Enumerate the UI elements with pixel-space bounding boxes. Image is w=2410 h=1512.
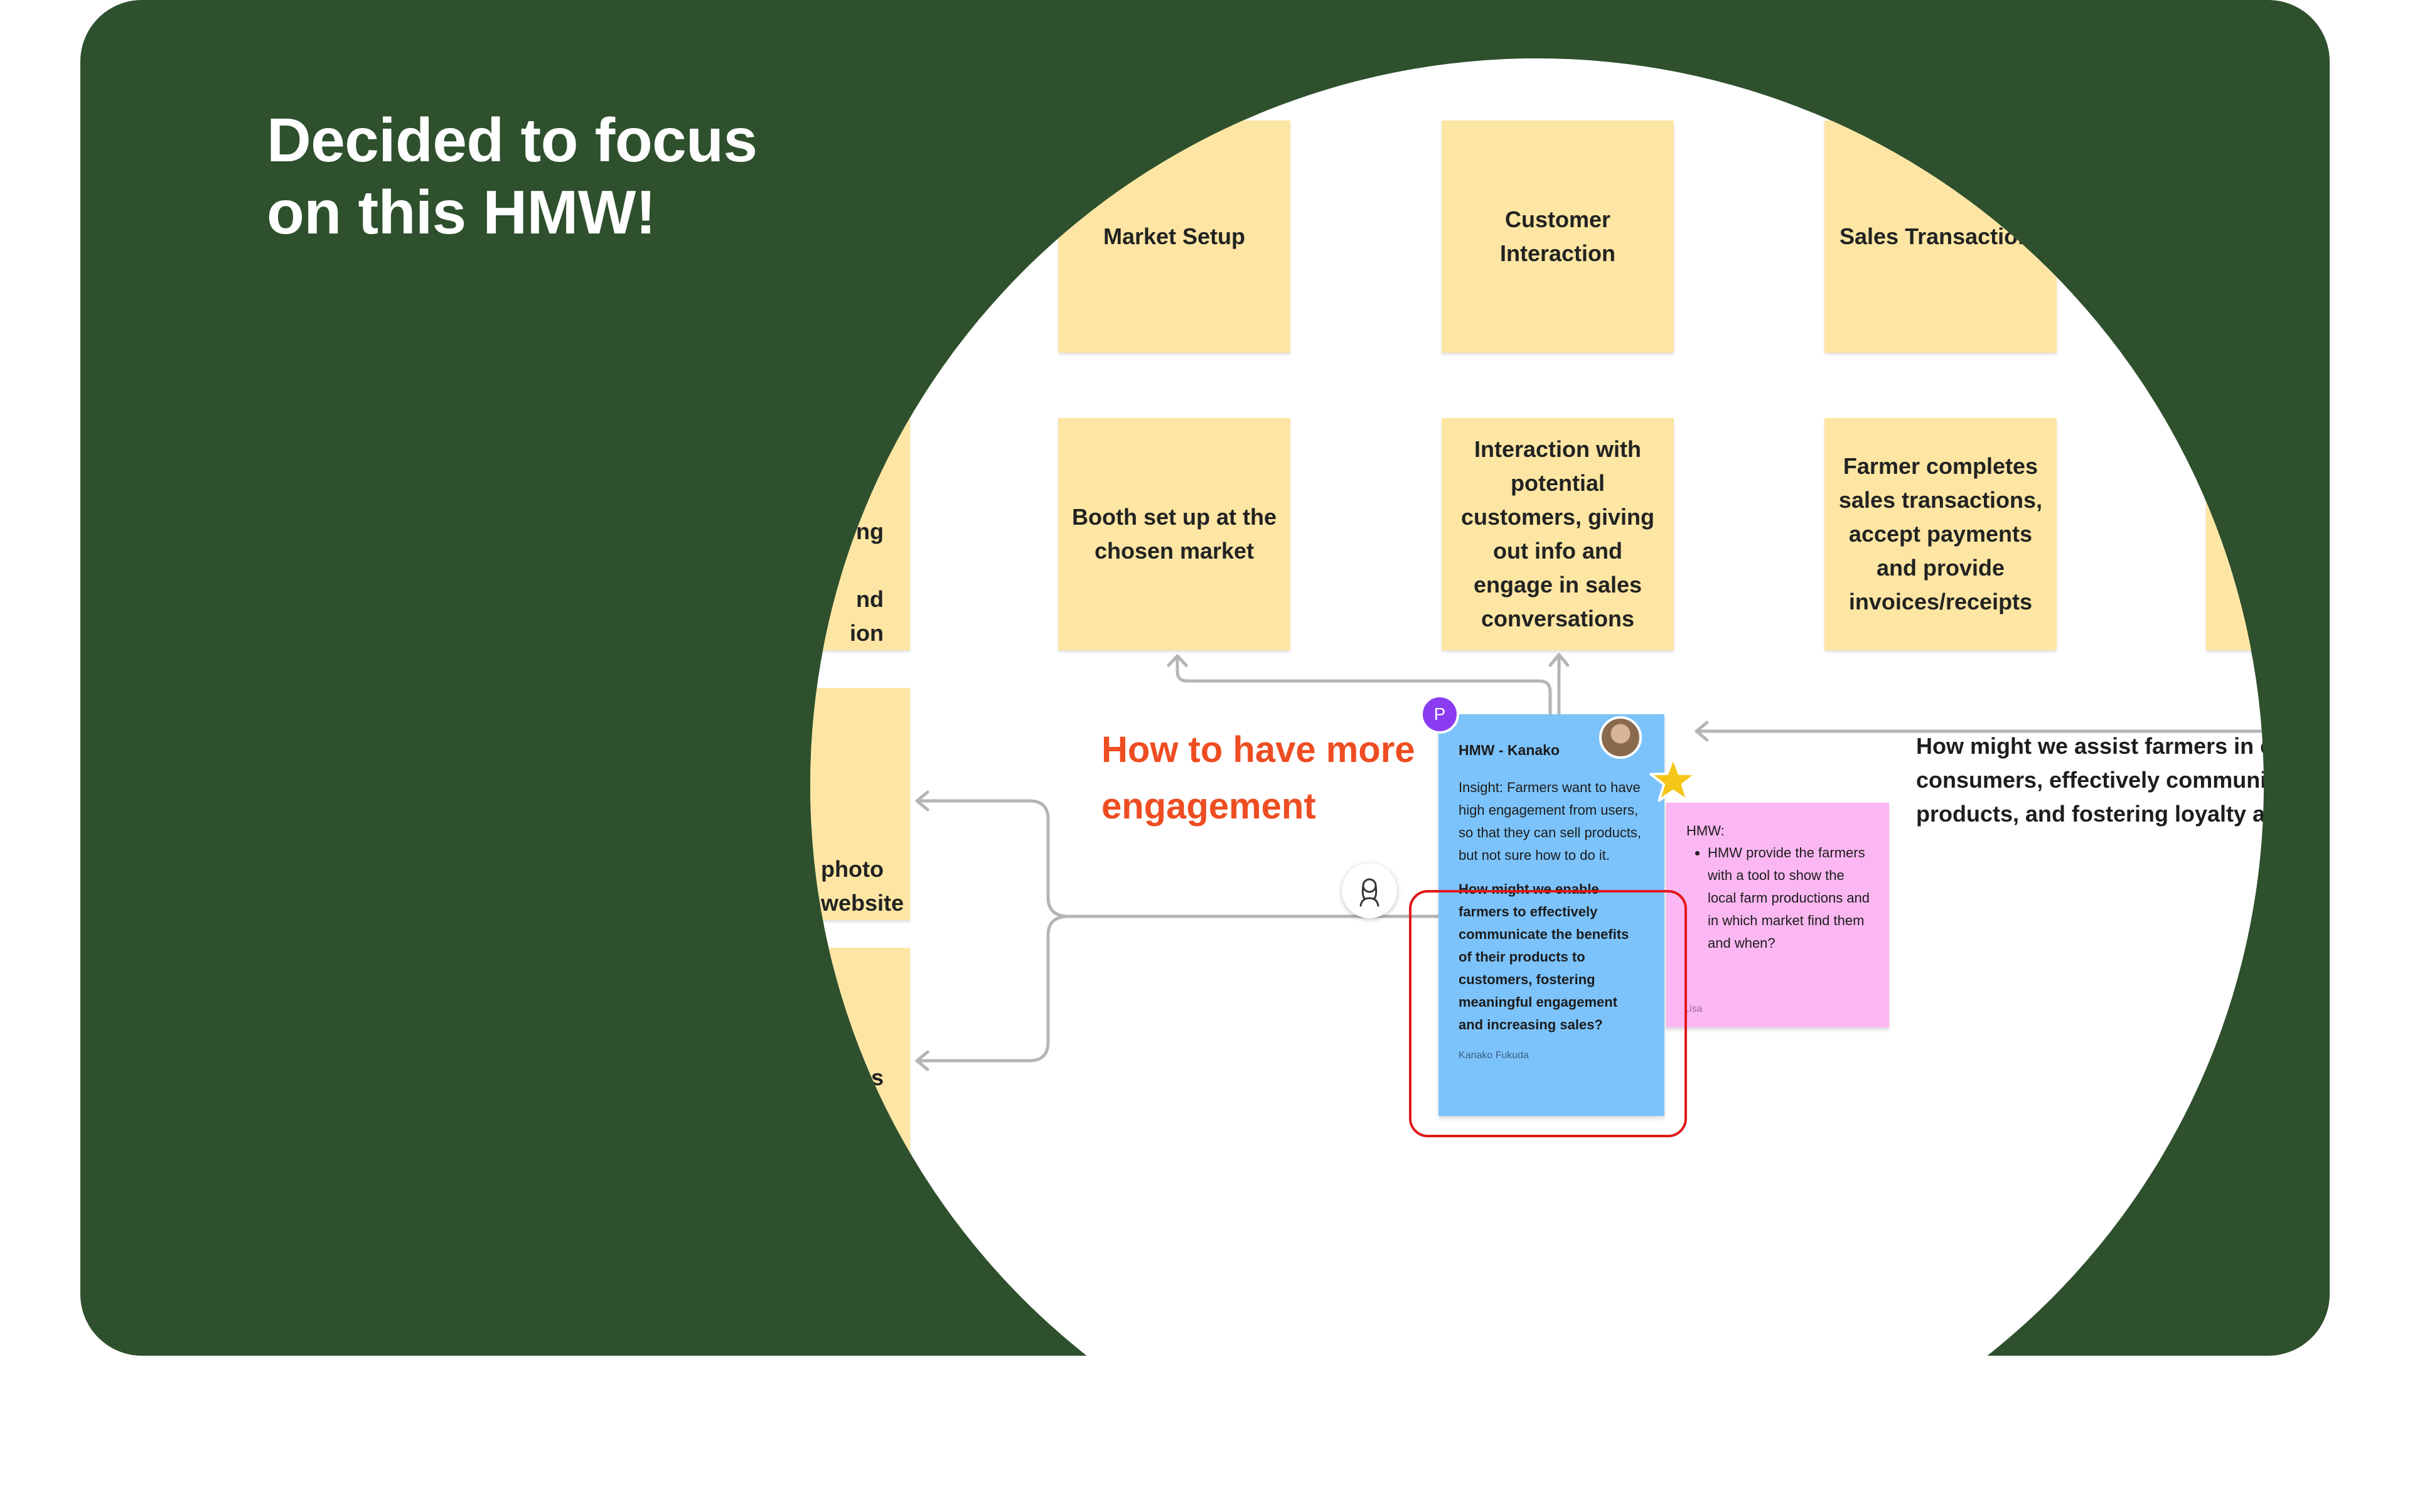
- sticky-interaction-line-5: engage in sales: [1473, 572, 1642, 598]
- blue-sticky-note-kanako[interactable]: HMW - Kanako Insight: Farmers want to ha…: [1438, 714, 1664, 1116]
- headline-line-2: on this HMW!: [267, 178, 656, 247]
- hmw-heading-line-1: How to have more: [1101, 729, 1415, 770]
- sticky-photo-line-2: website: [821, 890, 904, 916]
- avatar-p-initial: P: [1433, 704, 1446, 724]
- connector-branch-down: [915, 914, 1071, 1063]
- star-icon[interactable]: [1649, 755, 1698, 804]
- arrowhead-booth: [1167, 654, 1188, 667]
- sticky-farmer-line-2: sales transactions,: [1838, 487, 2043, 513]
- sticky-interaction-line-3: customers, giving: [1460, 504, 1655, 530]
- sticky-customer-interaction-line-1: Customer: [1504, 206, 1611, 232]
- sticky-market-setup-label: Market Setup: [1103, 223, 1246, 249]
- sticky-photo-line-1: photo: [821, 856, 884, 882]
- arrowhead-lower: [915, 1050, 929, 1071]
- arrowhead-interaction: [1548, 653, 1570, 667]
- blue-note-title: HMW - Kanako: [1459, 742, 1560, 758]
- sticky-interaction-line-6: conversations: [1481, 606, 1635, 631]
- sticky-farmer-line-5: invoices/receipts: [1848, 589, 2033, 614]
- pink-note-author: Lisa: [1684, 1004, 1703, 1014]
- sticky-booth-line-2: chosen market: [1094, 538, 1255, 564]
- blue-note-question: How might we enable farmers to effective…: [1459, 881, 1629, 1032]
- sticky-interaction-line-4: out info and: [1493, 538, 1622, 564]
- sticky-market-setup[interactable]: Market Setup: [1058, 121, 1290, 353]
- sticky-photo-website[interactable]: photo website: [810, 688, 910, 920]
- connector-branch-up: [915, 799, 1071, 918]
- pink-note-list: HMW provide the farmers with a tool to s…: [1686, 842, 1877, 955]
- sticky-customer-interaction-line-2: Interaction: [1499, 240, 1616, 266]
- pink-note-item: HMW provide the farmers with a tool to s…: [1708, 842, 1877, 955]
- sticky-farmer-line-3: accept payments: [1848, 521, 2033, 547]
- avatar-p[interactable]: P: [1420, 695, 1459, 734]
- sticky-left-partial-line-1: ng: [856, 518, 884, 544]
- hmw-text-right: How might we assist farmers in e consume…: [1916, 729, 2264, 831]
- sticky-booth-setup[interactable]: Booth set up at the chosen market: [1058, 418, 1290, 650]
- slide-headline: Decided to focus on this HMW!: [267, 104, 758, 249]
- blue-note-author: Kanako Fukuda: [1459, 1050, 1529, 1061]
- sticky-booth-line-1: Booth set up at the: [1072, 504, 1277, 530]
- sticky-farmer-completes[interactable]: Farmer completes sales transactions, acc…: [1824, 418, 2057, 650]
- avatar-sketch[interactable]: [1342, 863, 1397, 918]
- hmw-text-right-line-2: consumers, effectively communic: [1916, 767, 2264, 793]
- sticky-interaction-potential[interactable]: Interaction with potential customers, gi…: [1442, 418, 1674, 650]
- arrowhead-right: [1695, 721, 1709, 742]
- sticky-lower-partial[interactable]: s: [810, 948, 910, 1180]
- sticky-sales-transactions[interactable]: Sales Transactions: [1824, 121, 2057, 353]
- sticky-farmer-line-1: Farmer completes: [1843, 453, 2038, 479]
- hmw-text-right-line-3: products, and fostering loyalty an: [1916, 801, 2264, 827]
- person-sketch-icon: [1359, 878, 1379, 907]
- zoom-lens: Market Setup Customer Interaction Sales …: [810, 58, 2264, 1512]
- connector-lines: [915, 653, 2264, 1071]
- blue-note-insight: Insight: Farmers want to have high engag…: [1459, 780, 1642, 863]
- sticky-sales-transactions-label: Sales Transactions: [1840, 223, 2045, 249]
- connector-to-booth: [1176, 654, 1552, 716]
- sticky-right-partial[interactable]: in: [2206, 418, 2264, 650]
- highlight-outline: [1409, 890, 1687, 1137]
- sticky-left-partial-line-3: ion: [850, 620, 884, 646]
- sticky-interaction-line-2: potential: [1511, 470, 1605, 496]
- pink-note-label: HMW:: [1686, 823, 1725, 839]
- whiteboard-canvas: Market Setup Customer Interaction Sales …: [810, 58, 2264, 1356]
- sticky-customer-interaction[interactable]: Customer Interaction: [1442, 121, 1674, 353]
- sticky-left-partial-line-2: nd: [856, 586, 884, 612]
- sticky-lower-partial-label: s: [870, 1064, 884, 1090]
- sticky-left-partial[interactable]: ng nd ion: [810, 418, 910, 650]
- pink-sticky-note-lisa[interactable]: HMW: HMW provide the farmers with a tool…: [1666, 803, 1889, 1027]
- sticky-farmer-line-4: and provide: [1876, 555, 2005, 581]
- hmw-text-right-line-1: How might we assist farmers in e: [1916, 733, 2264, 759]
- avatar-kanako[interactable]: [1599, 716, 1642, 759]
- sticky-right-partial-label: in: [2247, 601, 2264, 627]
- hmw-heading-line-2: engagement: [1101, 786, 1316, 827]
- hmw-heading: How to have more engagement: [1101, 722, 1415, 835]
- sticky-interaction-line-1: Interaction with: [1474, 436, 1641, 462]
- headline-line-1: Decided to focus: [267, 105, 758, 174]
- arrowhead-photo: [915, 790, 929, 812]
